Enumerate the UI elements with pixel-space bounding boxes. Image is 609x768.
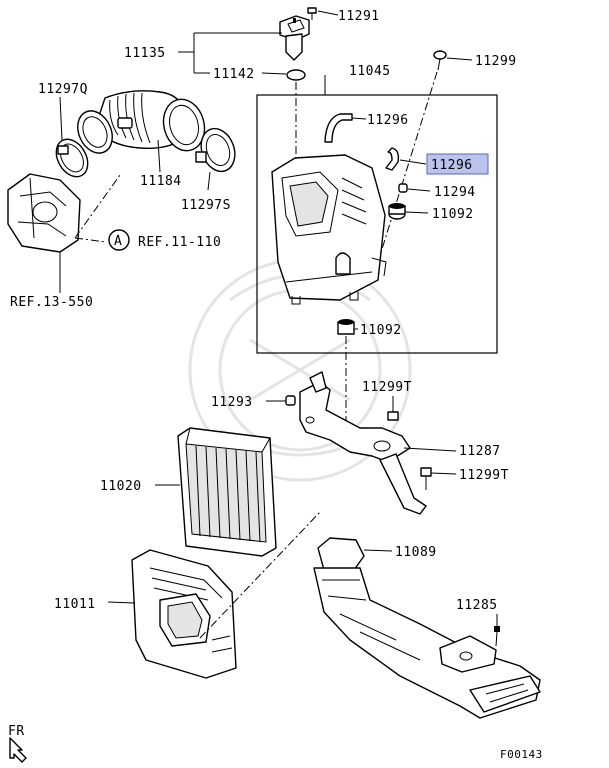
label-11293[interactable]: 11293 xyxy=(211,395,253,410)
label-11299-top[interactable]: 11299 xyxy=(475,54,517,69)
throttle-body-ref xyxy=(7,173,81,253)
air-cleaner-case-lower-11011[interactable] xyxy=(131,549,237,679)
bolt-11299t-top[interactable] xyxy=(387,411,399,421)
label-11297q[interactable]: 11297Q xyxy=(38,82,88,97)
label-ref-13-550[interactable]: REF.13-550 xyxy=(10,295,93,310)
label-11299t-bottom[interactable]: 11299T xyxy=(459,468,509,483)
callout-a-letter: A xyxy=(114,234,122,249)
insulator-11092-top[interactable] xyxy=(388,203,406,220)
air-duct-11089[interactable] xyxy=(313,537,541,719)
front-arrow-icon xyxy=(9,737,27,763)
hose-clamp-11297q[interactable] xyxy=(50,134,94,183)
front-label: FR xyxy=(8,724,25,739)
breather-bracket-11296[interactable] xyxy=(385,147,400,171)
label-11285[interactable]: 11285 xyxy=(456,598,498,613)
bracket-11287[interactable] xyxy=(299,371,427,515)
hose-clamp-11297s[interactable] xyxy=(195,124,240,176)
figure-code: F00143 xyxy=(500,748,543,761)
air-cleaner-case-upper[interactable] xyxy=(271,154,387,305)
air-cleaner-assembly-frame xyxy=(256,94,498,354)
air-filter-element-11020[interactable] xyxy=(177,427,277,557)
screw-11291[interactable] xyxy=(307,7,317,20)
insulator-11092-bottom[interactable] xyxy=(337,319,355,335)
label-11296-hose[interactable]: 11296 xyxy=(367,113,409,128)
bolt-11299t-bottom[interactable] xyxy=(420,467,432,490)
label-11020[interactable]: 11020 xyxy=(100,479,142,494)
bolt-11285[interactable] xyxy=(494,626,500,647)
label-11294[interactable]: 11294 xyxy=(434,185,476,200)
highlight-box-11296 xyxy=(426,153,489,175)
grommet-11294[interactable] xyxy=(398,183,408,193)
label-11287[interactable]: 11287 xyxy=(459,444,501,459)
label-11142[interactable]: 11142 xyxy=(213,67,255,82)
air-flow-sensor[interactable] xyxy=(279,15,310,61)
label-11299t-top[interactable]: 11299T xyxy=(362,380,412,395)
label-ref-11-110[interactable]: REF.11-110 xyxy=(138,235,221,250)
label-11011[interactable]: 11011 xyxy=(54,597,96,612)
label-11045[interactable]: 11045 xyxy=(349,64,391,79)
label-11089[interactable]: 11089 xyxy=(395,545,437,560)
nut-11293[interactable] xyxy=(285,395,296,406)
breather-hose-11296[interactable] xyxy=(324,113,353,143)
screw-11299-top[interactable] xyxy=(433,50,447,71)
label-11092-bottom[interactable]: 11092 xyxy=(360,323,402,338)
intake-hose-11184[interactable] xyxy=(71,90,210,159)
label-11296-highlight[interactable]: 11296 xyxy=(431,158,473,173)
label-11291[interactable]: 11291 xyxy=(338,9,380,24)
callout-a-circle[interactable] xyxy=(108,229,130,251)
o-ring-11142[interactable] xyxy=(286,69,306,81)
label-11135[interactable]: 11135 xyxy=(124,46,166,61)
label-11297s[interactable]: 11297S xyxy=(181,198,231,213)
label-11092-top[interactable]: 11092 xyxy=(432,207,474,222)
label-11184[interactable]: 11184 xyxy=(140,174,182,189)
